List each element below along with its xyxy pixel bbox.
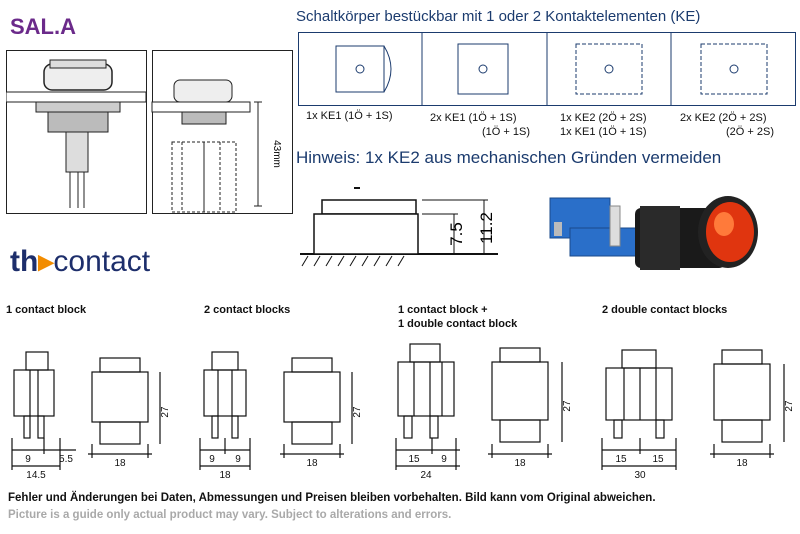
dim-4-b: 15 <box>652 454 664 465</box>
ke-panel-4-caption: 2x KE2 (2Ö + 2S) <box>680 112 767 124</box>
dim-3-c: 24 <box>420 470 432 481</box>
footer-disclaimer-en: Picture is a guide only actual product m… <box>8 509 452 521</box>
block-label-1: 1 contact block <box>6 304 87 316</box>
ke-panel-4-caption-2: (2Ö + 2S) <box>726 126 774 138</box>
dim-2-e: 27 <box>352 406 363 418</box>
dim-3-a: 15 <box>408 454 420 465</box>
ke-panels <box>298 32 796 106</box>
switch-product-image <box>549 196 758 270</box>
logo-arrow-icon: ▸ <box>38 245 54 278</box>
dimension-11-2: 11.2 <box>477 212 496 244</box>
dim-3-e: 27 <box>562 400 573 412</box>
block-label-4: 2 double contact blocks <box>602 304 728 316</box>
dim-4-e: 27 <box>784 400 795 412</box>
dim-4-d: 18 <box>736 458 748 469</box>
product-title: SAL.A <box>10 14 76 39</box>
dim-3-d: 18 <box>514 458 526 469</box>
dim-1-d: 18 <box>114 458 126 469</box>
dim-3-b: 9 <box>441 454 447 465</box>
dimension-7-5: 7.5 <box>447 222 466 246</box>
dim-1-c: 14.5 <box>26 470 46 481</box>
ke-panel-3-caption-2: 1x KE1 (1Ö + 1S) <box>560 126 647 138</box>
block-label-3: 1 contact block + <box>398 304 488 316</box>
th-contact-logo: th▸contact <box>10 244 150 279</box>
ke-panel-2-caption: 2x KE1 (1Ö + 1S) <box>430 112 517 124</box>
logo-prefix: th <box>10 245 39 278</box>
contact-block-drawings: 9 5.5 14.5 18 27 9 9 18 18 27 15 9 24 18… <box>11 343 795 481</box>
switch-front-drawing: 43mm <box>6 50 293 214</box>
side-profile-drawing: 7.5 11.2 <box>300 187 498 267</box>
ke-panel-3-caption: 1x KE2 (2Ö + 2S) <box>560 112 647 124</box>
dim-2-a: 9 <box>209 454 215 465</box>
dim-2-d: 18 <box>306 458 318 469</box>
dim-1-e: 27 <box>160 406 171 418</box>
dim-1-b: 5.5 <box>59 454 73 465</box>
dim-2-b: 9 <box>235 454 241 465</box>
ke-panel-2-caption-2: (1Ö + 1S) <box>482 126 530 138</box>
dim-1-a: 9 <box>25 454 31 465</box>
block-label-2: 2 contact blocks <box>204 304 291 316</box>
ke-panel-1-caption: 1x KE1 (1Ö + 1S) <box>306 110 393 122</box>
block-label-3b: 1 double contact block <box>398 318 518 330</box>
logo-suffix: contact <box>53 245 151 278</box>
height-dimension: 43mm <box>271 140 282 168</box>
footer-disclaimer-de: Fehler und Änderungen bei Daten, Abmessu… <box>8 492 656 504</box>
ke-heading: Schaltkörper bestückbar mit 1 oder 2 Kon… <box>296 8 701 25</box>
dim-4-a: 15 <box>615 454 627 465</box>
dim-2-c: 18 <box>219 470 231 481</box>
ke-note: Hinweis: 1x KE2 aus mechanischen Gründen… <box>296 148 722 167</box>
dim-4-c: 30 <box>634 470 646 481</box>
